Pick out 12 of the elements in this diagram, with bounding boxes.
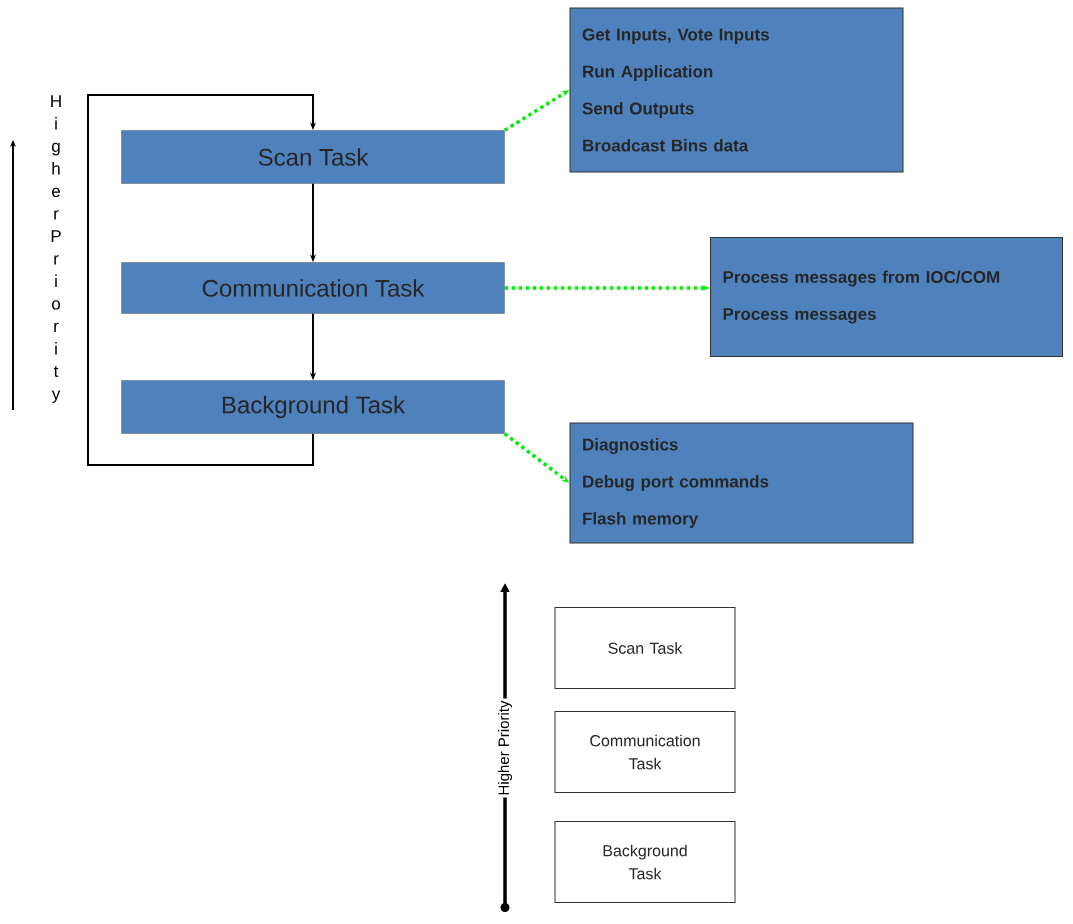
detail-box: Diagnostics Debug port commands Flash memory — [569, 422, 914, 544]
task-box: Background Task — [121, 380, 505, 434]
priority-label: Higher Priority — [498, 700, 512, 795]
task-box: Scan Task — [121, 130, 505, 184]
detail-box: Process messages from IOC/COM Process messages — [710, 237, 1063, 357]
task-box: Scan Task — [554, 607, 736, 689]
task-box: Communication Task — [554, 711, 736, 793]
detail-box: Get Inputs, Vote Inputs Run Application Send Outputs Broadcast Bins data — [569, 7, 904, 173]
priority-label: Higher Priority — [51, 95, 61, 403]
arrow — [87, 94, 317, 466]
task-box: Communication Task — [121, 262, 505, 314]
task-box: Background Task — [554, 821, 736, 903]
